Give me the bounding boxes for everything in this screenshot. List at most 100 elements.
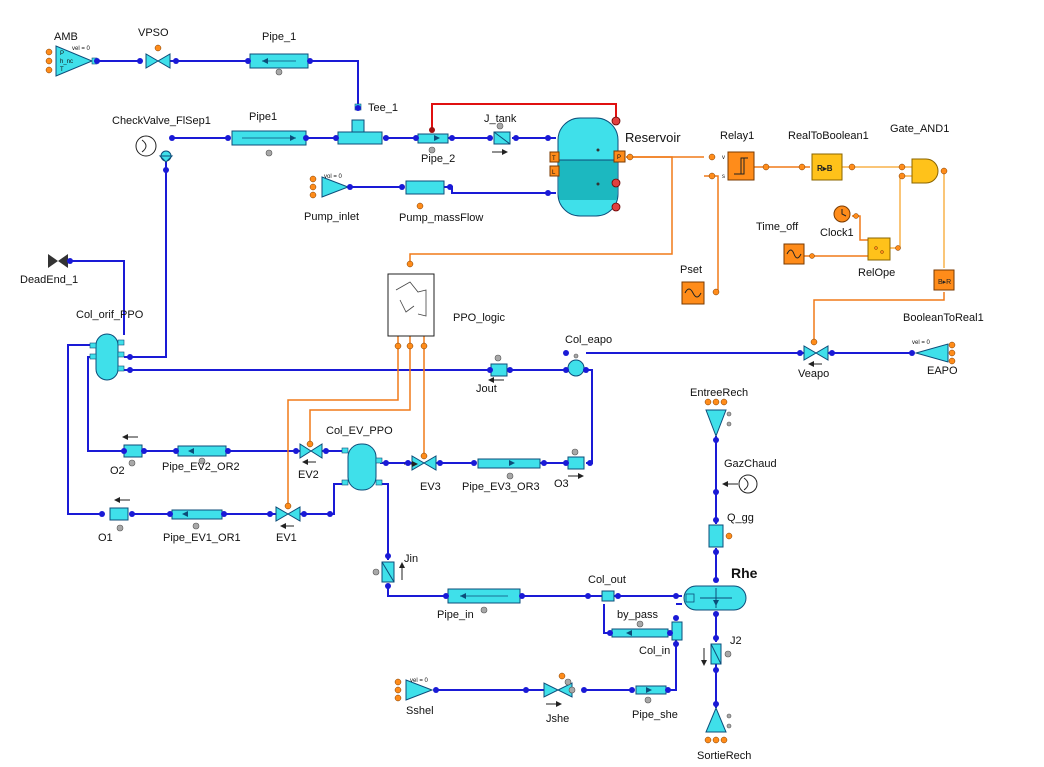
q-gg-label: Q_gg (727, 512, 754, 524)
pipe-ev3-or3[interactable] (477, 458, 541, 480)
ppo-logic[interactable] (387, 260, 435, 350)
sshel-label: Sshel (406, 705, 434, 717)
pipe-ev2-or2-label: Pipe_EV2_OR2 (162, 461, 240, 473)
relay1-port-s: s (722, 174, 725, 180)
rhe-exchanger[interactable] (683, 585, 747, 611)
amb-label: AMB (54, 31, 78, 43)
by-pass[interactable] (611, 620, 669, 638)
col-out-label: Col_out (588, 574, 626, 586)
booleantoreal1-label: BooleanToReal1 (903, 312, 984, 324)
pump-inlet-param: vol = 0 (324, 174, 343, 180)
o3-label: O3 (554, 478, 569, 490)
connection-dots (67, 58, 915, 707)
entreerech-source[interactable] (704, 398, 732, 438)
sortierech-source[interactable] (704, 706, 732, 744)
amb-param: vel = 0 (72, 46, 91, 52)
col-ev-ppo-label: Col_EV_PPO (326, 425, 393, 437)
reservoir[interactable]: T L P (549, 116, 626, 217)
ev1-label: EV1 (276, 532, 297, 544)
col-eapo[interactable] (567, 353, 585, 377)
pump-inlet[interactable] (309, 175, 350, 199)
gate-and1-label: Gate_AND1 (890, 123, 949, 135)
j-tank[interactable] (492, 122, 511, 155)
ev3-valve[interactable] (404, 455, 437, 471)
eapo-param: vel = 0 (912, 340, 931, 346)
o2-label: O2 (110, 465, 125, 477)
relay1[interactable] (708, 151, 770, 181)
pipe-2[interactable] (417, 127, 449, 154)
col-out[interactable] (601, 590, 615, 602)
pipe-in-label: Pipe_in (437, 609, 474, 621)
tee-1-label: Tee_1 (368, 102, 398, 114)
clock1[interactable] (833, 205, 859, 223)
reservoir-label: Reservoir (625, 130, 681, 145)
q-gg[interactable] (708, 524, 733, 548)
reservoir-port-l: L (552, 170, 556, 176)
col-in[interactable] (671, 621, 683, 641)
ev2-label: EV2 (298, 469, 319, 481)
j2[interactable] (701, 643, 732, 666)
col-orif-ppo[interactable] (89, 333, 125, 381)
col-ev-ppo[interactable] (341, 443, 383, 491)
jin[interactable] (372, 561, 405, 583)
svg-text:B▸R: B▸R (938, 279, 951, 286)
eapo-label: EAPO (927, 365, 958, 377)
vpso-valve[interactable] (145, 44, 171, 69)
pressure-connection (431, 103, 617, 130)
relope-label: RelOpe (858, 267, 895, 279)
veapo-label: Veapo (798, 368, 829, 380)
pipe-she[interactable] (635, 685, 667, 704)
jshe-valve[interactable] (543, 672, 576, 707)
gate-and1[interactable] (898, 158, 948, 184)
reservoir-port-t: T (552, 156, 556, 162)
eapo-source[interactable] (914, 341, 956, 365)
o3-orifice[interactable] (567, 448, 585, 479)
jin-label: Jin (404, 553, 418, 565)
ev1-valve[interactable] (275, 506, 301, 529)
col-eapo-label: Col_eapo (565, 334, 612, 346)
pump-massflow[interactable] (405, 180, 445, 210)
relope[interactable] (867, 237, 901, 261)
jout[interactable] (488, 354, 508, 383)
pipe-ev3-or3-label: Pipe_EV3_OR3 (462, 481, 540, 493)
checkvalve-flsep1[interactable] (135, 135, 174, 163)
rhe-label: Rhe (731, 565, 758, 581)
pipe-she-label: Pipe_she (632, 709, 678, 721)
svg-text:h_nc: h_nc (60, 59, 73, 65)
jshe-label: Jshe (546, 713, 569, 725)
sortierech-label: SortieRech (697, 750, 751, 762)
svg-text:P: P (60, 51, 64, 57)
signal-dots (284, 153, 634, 510)
gazchaud-label: GazChaud (724, 458, 777, 470)
clock1-label: Clock1 (820, 227, 854, 239)
pipe-ev1-or1-label: Pipe_EV1_OR1 (163, 532, 241, 544)
realtoboolean1-label: RealToBoolean1 (788, 130, 869, 142)
checkvalve-label: CheckValve_FlSep1 (112, 115, 211, 127)
col-orif-ppo-label: Col_orif_PPO (76, 309, 144, 321)
o1-label: O1 (98, 532, 113, 544)
j2-label: J2 (730, 635, 742, 647)
sshel-source[interactable] (394, 678, 434, 702)
deadend-1[interactable] (48, 254, 68, 268)
veapo-valve[interactable] (803, 338, 829, 367)
pipe1[interactable] (231, 130, 307, 157)
svg-text:R▸B: R▸B (817, 164, 833, 173)
realtoboolean1[interactable]: R▸B (798, 153, 856, 181)
ev3-label: EV3 (420, 481, 441, 493)
pset[interactable] (681, 281, 720, 305)
pump-inlet-label: Pump_inlet (304, 211, 359, 223)
deadend-1-label: DeadEnd_1 (20, 274, 78, 286)
time-off[interactable] (783, 243, 815, 265)
ev2-valve[interactable] (299, 443, 323, 465)
pipe-1-label: Pipe_1 (262, 31, 296, 43)
o1-orifice[interactable] (109, 497, 130, 532)
o2-orifice[interactable] (122, 434, 143, 467)
by-pass-label: by_pass (617, 609, 658, 621)
pipe-ev1-or1[interactable] (171, 509, 223, 530)
j-tank-label: J_tank (484, 113, 517, 125)
booleantoreal1[interactable]: B▸R (933, 269, 955, 291)
pipe-1[interactable] (249, 53, 309, 76)
fluid-connections (67, 60, 914, 708)
gazchaud[interactable] (722, 474, 758, 494)
